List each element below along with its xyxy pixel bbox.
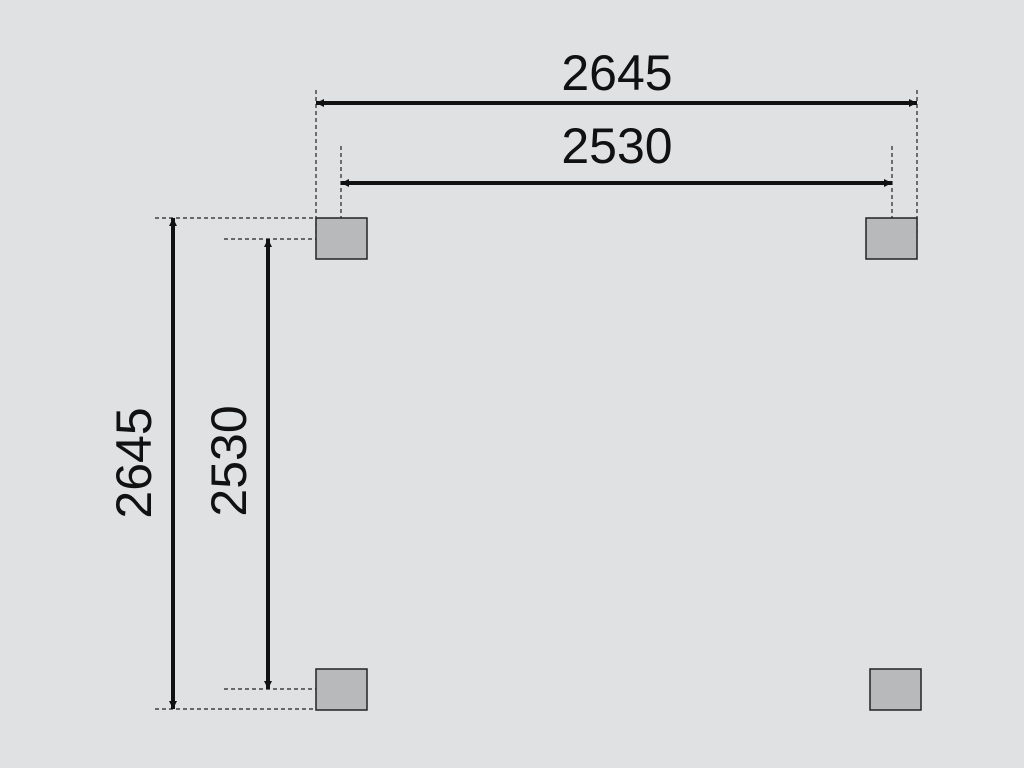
post-top-left: [315, 217, 368, 260]
dimension-lines: [169, 99, 917, 709]
extension-lines: [155, 90, 918, 710]
inner-depth-label: 2530: [201, 405, 257, 516]
post-bottom-right: [869, 668, 922, 711]
posts: [315, 217, 922, 711]
post-bottom-left: [315, 668, 368, 711]
outer-depth-label: 2645: [106, 407, 162, 518]
outer-width-label: 2645: [561, 45, 672, 101]
inner-width-label: 2530: [561, 118, 672, 174]
post-top-right: [865, 217, 918, 260]
